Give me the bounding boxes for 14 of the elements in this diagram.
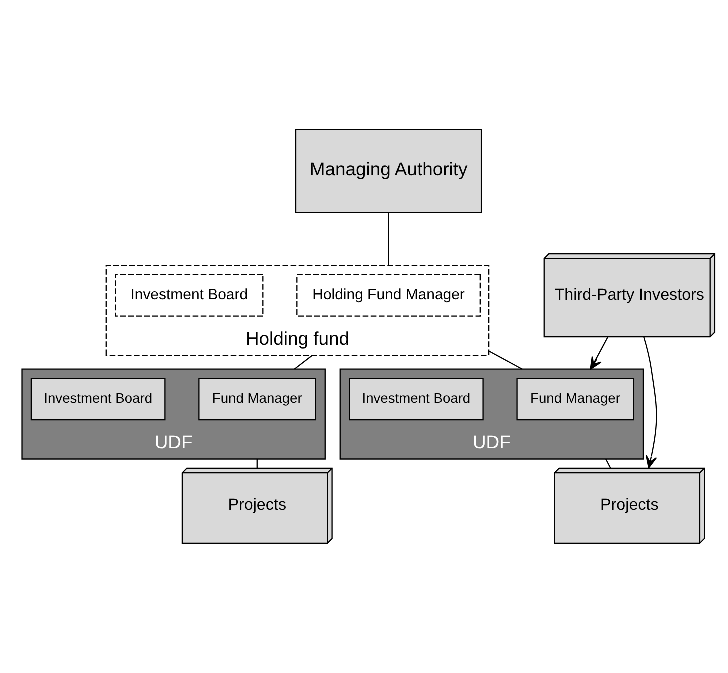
node-box: Managing Authority bbox=[295, 129, 482, 214]
connector bbox=[488, 350, 523, 370]
node-box: Investment Board bbox=[115, 274, 264, 317]
arrow bbox=[590, 336, 609, 370]
node-box: Investment Board bbox=[349, 378, 484, 421]
node-box: Fund Manager bbox=[516, 378, 634, 421]
node-box: Investment Board bbox=[30, 378, 166, 421]
node-box: Holding Fund Manager bbox=[296, 274, 481, 317]
connector bbox=[256, 459, 258, 468]
connector bbox=[388, 212, 390, 266]
connector bbox=[294, 355, 313, 370]
arrow bbox=[644, 337, 658, 469]
node-box: Fund Manager bbox=[198, 378, 316, 421]
connector bbox=[606, 458, 612, 469]
